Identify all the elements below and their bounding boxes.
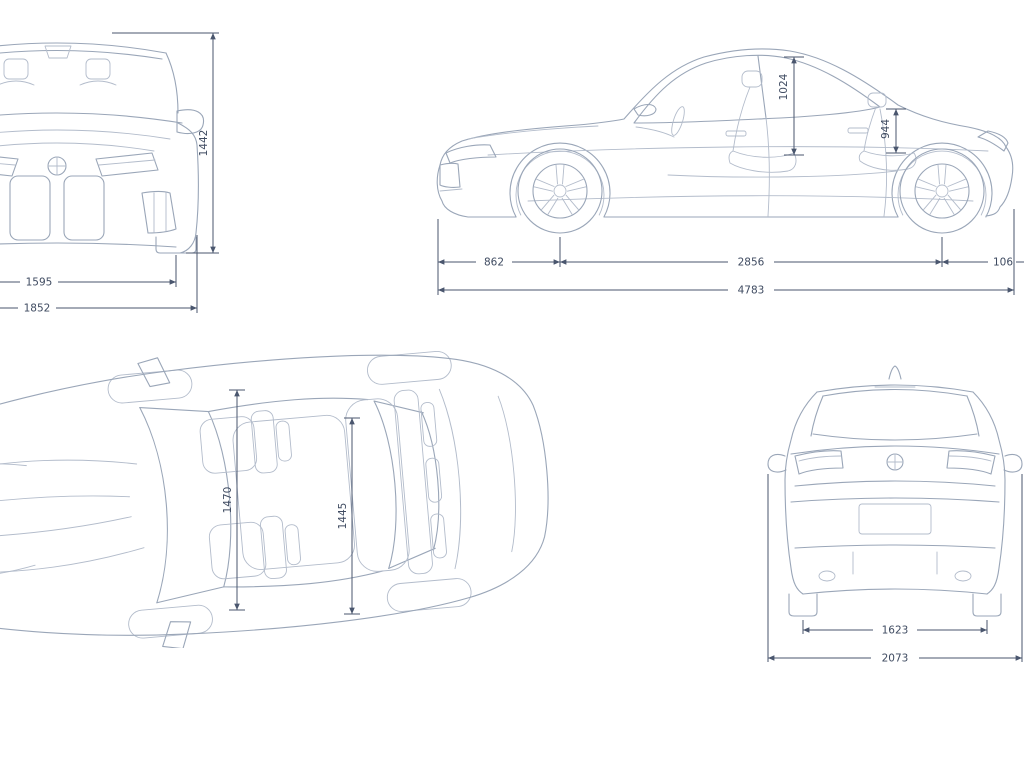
dim-label-front-interior-width: 1470	[222, 487, 234, 514]
rear-right-wheel	[972, 593, 1002, 617]
taillights	[794, 450, 996, 475]
dim-label-wheelbase: 2856	[738, 257, 765, 269]
side-mirror	[767, 453, 787, 473]
rear-left-wheel	[788, 593, 818, 617]
side-mirror	[1003, 453, 1023, 473]
bumper-intake	[141, 190, 177, 234]
front-left-tire	[107, 369, 193, 404]
dim-label-track-width: 1595	[26, 277, 53, 289]
bmw-roundel-icon	[47, 156, 67, 176]
dim-label-overall-length: 4783	[738, 285, 765, 297]
side-mirror	[176, 109, 205, 135]
roof-panel	[232, 414, 355, 570]
door-handle	[847, 127, 869, 134]
front-wheel	[517, 148, 603, 234]
car-top-outline	[0, 350, 549, 648]
roof-antenna	[888, 365, 902, 380]
headlights	[0, 152, 159, 177]
dimension-rear-track: 1623	[802, 620, 988, 637]
top-interior-seats	[199, 389, 447, 580]
side-mirror	[633, 103, 657, 117]
front-view-drawing: 1442 1595 1852	[0, 32, 219, 315]
front-wheel	[155, 236, 197, 254]
dim-label-rear-track: 1623	[882, 625, 909, 637]
side-interior	[635, 70, 917, 178]
dimension-width-mirrors: 2073	[767, 474, 1023, 665]
car-rear-outline	[767, 365, 1023, 617]
dim-label-width-mirrors: 2073	[882, 653, 909, 665]
rear-left-tire	[366, 350, 452, 385]
taillight	[977, 130, 1009, 152]
dim-label-front-interior-height: 1024	[778, 73, 790, 100]
license-plate-recess	[858, 503, 932, 535]
exhaust-tip	[954, 570, 972, 582]
dimension-front-overhang: 862	[438, 257, 560, 269]
dim-label-rear-overhang: 106	[993, 257, 1013, 269]
front-interior	[0, 45, 117, 86]
front-grille	[439, 162, 461, 188]
side-mirror	[162, 621, 192, 648]
dimension-rear-interior-height: 944	[880, 108, 906, 154]
rear-view-drawing: 1623 2073	[767, 365, 1023, 665]
steering-wheel	[671, 106, 685, 136]
dimension-track-width: 1595	[0, 255, 177, 289]
dim-label-rear-interior-height: 944	[880, 119, 892, 139]
dimension-overall-length: 4783	[438, 285, 1014, 297]
extension-lines	[437, 209, 1015, 295]
dimension-height: 1442	[112, 32, 219, 254]
dim-label-height: 1442	[198, 130, 210, 157]
front-right-tire	[128, 604, 213, 639]
dim-label-rear-interior-width: 1445	[337, 503, 349, 530]
dimension-rear-interior-width: 1445	[337, 417, 360, 615]
rear-right-tire	[386, 578, 472, 612]
car-side-outline	[436, 48, 1014, 234]
dimension-wheelbase: 2856	[560, 257, 942, 269]
dim-label-front-overhang: 862	[484, 257, 504, 269]
dim-label-overall-width: 1852	[24, 303, 51, 315]
dimension-overall-width: 1852	[0, 235, 198, 315]
top-view-drawing: 1470 1445	[0, 350, 549, 648]
side-mirror	[137, 357, 171, 388]
car-front-outline	[0, 42, 205, 254]
dimension-rear-overhang: 106	[942, 257, 1024, 269]
rear-wheel	[899, 148, 985, 234]
side-view-drawing: 1024 944 862 2856	[436, 48, 1024, 297]
bmw-roundel-icon	[886, 453, 904, 471]
exhaust-tip	[818, 570, 836, 582]
headlight	[445, 144, 497, 164]
kidney-grille	[9, 175, 105, 241]
dimension-front-interior-height: 1024	[778, 56, 804, 156]
dimension-front-interior-width: 1470	[222, 389, 245, 611]
